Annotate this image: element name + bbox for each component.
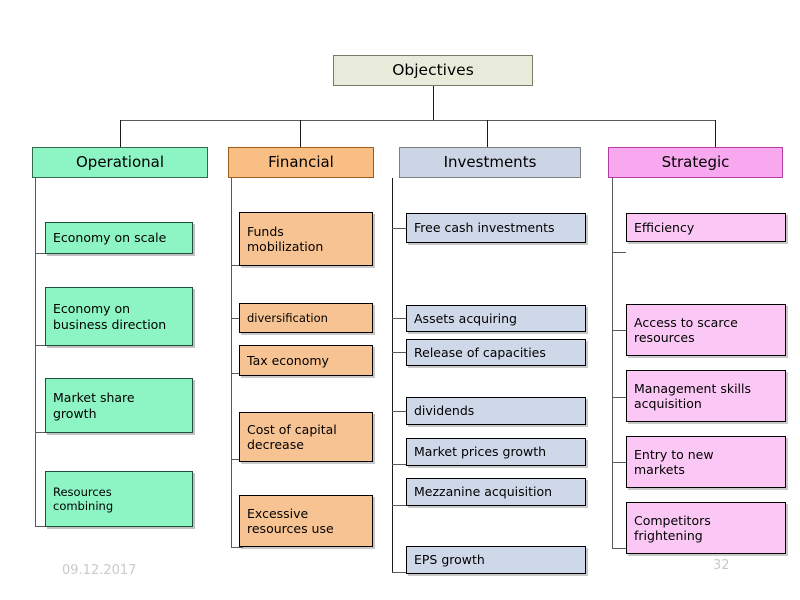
connector-spine-financial: [231, 178, 232, 547]
item-box-investments-3[interactable]: Release of capacities: [406, 339, 586, 366]
item-box-strategic-2[interactable]: Access to scarce resources: [626, 304, 786, 356]
connector-spine-strategic: [612, 178, 613, 548]
connector-stub-investments-5: [392, 464, 406, 465]
item-box-financial-4[interactable]: Cost of capital decrease: [239, 412, 373, 462]
item-box-investments-7[interactable]: EPS growth: [406, 546, 586, 574]
item-box-operational-1[interactable]: Economy on scale: [45, 222, 193, 254]
connector-stub-strategic-5: [612, 548, 626, 549]
connector-stub-strategic-2: [612, 330, 626, 331]
item-box-investments-4[interactable]: dividends: [406, 397, 586, 425]
root-node-objectives[interactable]: Objectives: [333, 55, 533, 86]
category-header-operational[interactable]: Operational: [32, 147, 208, 178]
connector-stub-strategic-3: [612, 397, 626, 398]
item-box-investments-6[interactable]: Mezzanine acquisition: [406, 478, 586, 506]
item-box-strategic-3[interactable]: Management skills acquisition: [626, 370, 786, 422]
item-box-strategic-4[interactable]: Entry to new markets: [626, 436, 786, 488]
connector-stub-financial-1: [231, 265, 243, 266]
connector-stub-operational-1: [35, 253, 47, 254]
connector-stub-financial-5: [231, 547, 243, 548]
connector-spine-investments: [392, 178, 393, 572]
connector-stub-financial-2: [231, 318, 243, 319]
connector-stub-operational-4: [35, 526, 47, 527]
category-header-strategic[interactable]: Strategic: [608, 147, 783, 178]
connector-stub-investments-1: [392, 228, 406, 229]
connector-drop-investments: [487, 120, 488, 147]
slide-date-label: 09.12.2017: [62, 563, 137, 578]
item-box-operational-3[interactable]: Market share growth: [45, 378, 193, 433]
connector-stub-financial-4: [231, 459, 243, 460]
connector-stub-investments-2: [392, 318, 406, 319]
connector-root-stem: [433, 86, 434, 120]
connector-stub-investments-7: [392, 572, 406, 573]
connector-stub-strategic-4: [612, 462, 626, 463]
item-box-financial-5[interactable]: Excessive resources use: [239, 495, 373, 547]
item-box-operational-2[interactable]: Economy on business direction: [45, 287, 193, 346]
item-box-investments-5[interactable]: Market prices growth: [406, 438, 586, 466]
connector-spine-operational: [35, 178, 36, 526]
item-box-investments-2[interactable]: Assets acquiring: [406, 305, 586, 332]
connector-stub-investments-4: [392, 411, 406, 412]
item-box-strategic-1[interactable]: Efficiency: [626, 213, 786, 242]
item-box-investments-1[interactable]: Free cash investments: [406, 213, 586, 243]
slide-page-number: 32: [713, 558, 730, 573]
connector-stub-strategic-1: [612, 252, 626, 253]
connector-drop-operational: [120, 120, 121, 147]
item-box-financial-2[interactable]: diversification: [239, 303, 373, 333]
item-box-financial-3[interactable]: Tax economy: [239, 345, 373, 376]
item-box-operational-4[interactable]: Resources combining: [45, 471, 193, 527]
connector-stub-operational-2: [35, 345, 47, 346]
item-box-financial-1[interactable]: Funds mobilization: [239, 212, 373, 266]
connector-stub-operational-3: [35, 432, 47, 433]
item-box-strategic-5[interactable]: Competitors frightening: [626, 502, 786, 554]
connector-drop-financial: [300, 120, 301, 147]
connector-drop-strategic: [715, 120, 716, 147]
connector-stub-investments-3: [392, 352, 406, 353]
connector-bus-horizontal: [120, 120, 716, 121]
connector-stub-investments-6: [392, 505, 406, 506]
category-header-investments[interactable]: Investments: [399, 147, 581, 178]
category-header-financial[interactable]: Financial: [228, 147, 374, 178]
connector-stub-financial-3: [231, 373, 243, 374]
